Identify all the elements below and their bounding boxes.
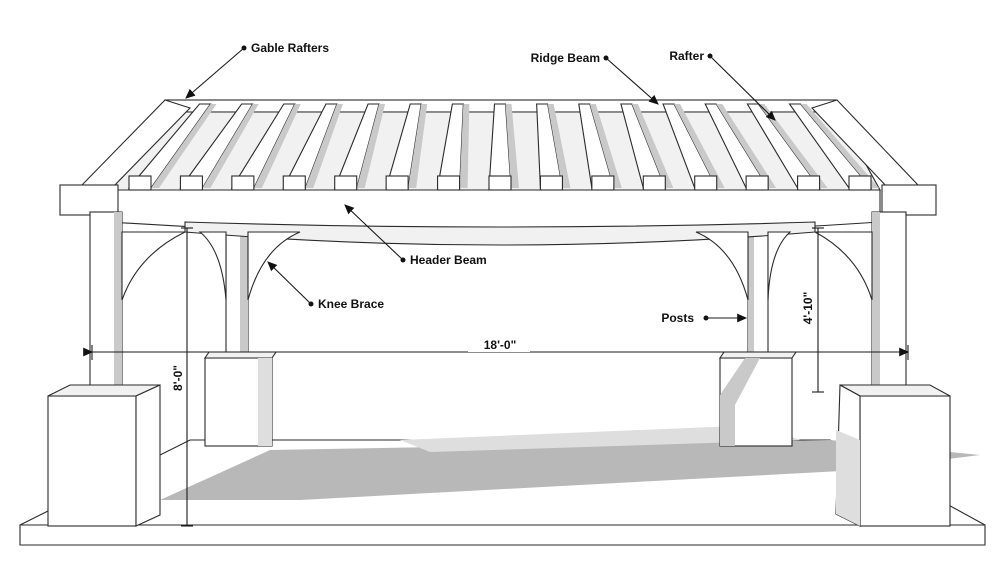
rafters bbox=[127, 103, 879, 191]
callout-posts-label: Posts bbox=[661, 311, 694, 325]
clearance-dimension-label: 4'-10" bbox=[801, 292, 815, 325]
height-dimension: 8'-0" bbox=[171, 227, 193, 527]
callout-ridge-beam: Ridge Beam bbox=[531, 51, 659, 105]
rafter-tail bbox=[591, 175, 615, 191]
back-left-post bbox=[225, 224, 249, 359]
rafter-shadow bbox=[547, 104, 571, 188]
rafter-shadow bbox=[758, 104, 828, 188]
rafter-tail bbox=[231, 175, 255, 191]
rafter-shadow bbox=[800, 104, 879, 188]
front-right-base bbox=[835, 384, 951, 527]
back-knee-braces bbox=[198, 231, 792, 301]
rafter-shadow bbox=[505, 104, 519, 188]
callout-header-beam-label: Header Beam bbox=[410, 253, 487, 267]
width-dimension: 18'-0" bbox=[83, 338, 910, 360]
callout-rafter-label: Rafter bbox=[669, 49, 704, 63]
callout-knee-brace: Knee Brace bbox=[267, 261, 384, 311]
rafter-shadow bbox=[151, 104, 217, 188]
callout-ridge-beam-label: Ridge Beam bbox=[531, 51, 600, 65]
ground-slab bbox=[19, 425, 986, 546]
front-left-post bbox=[89, 211, 186, 393]
back-left-base bbox=[203, 351, 278, 447]
rafter-shadow bbox=[305, 104, 343, 188]
callout-rafter: Rafter bbox=[669, 49, 776, 121]
rafter-tail bbox=[539, 175, 563, 191]
rafter-tail bbox=[385, 175, 409, 191]
rafter-shadow bbox=[253, 104, 301, 188]
rafter-shadow bbox=[202, 104, 259, 188]
front-right-post bbox=[814, 211, 907, 393]
callout-gable-rafters: Gable Rafters bbox=[185, 41, 329, 99]
rafter-tail bbox=[745, 175, 769, 191]
callout-posts: Posts bbox=[661, 311, 748, 325]
rafter-shadow bbox=[716, 104, 777, 188]
rafter-shadow bbox=[356, 104, 386, 188]
rafter-tail bbox=[437, 175, 461, 191]
callout-knee-brace-label: Knee Brace bbox=[318, 297, 384, 311]
rafter-tail bbox=[334, 175, 358, 191]
rafter-shadow bbox=[631, 104, 674, 188]
gable-rafters bbox=[59, 99, 937, 216]
callout-header-beam: Header Beam bbox=[344, 204, 487, 267]
callout-gable-rafters-label: Gable Rafters bbox=[251, 41, 329, 55]
rafter-shadow bbox=[674, 104, 725, 188]
rafter-tail bbox=[642, 175, 666, 191]
rafter-tail bbox=[128, 175, 152, 191]
rafter-tail bbox=[179, 175, 203, 191]
rafter-shadow bbox=[459, 104, 470, 188]
rafter-tail bbox=[488, 175, 512, 191]
back-right-base bbox=[718, 351, 798, 447]
clearance-dimension: 4'-10" bbox=[801, 227, 824, 393]
width-dimension-label: 18'-0" bbox=[484, 338, 517, 352]
rafter-shadow bbox=[408, 104, 428, 188]
rafter-tail bbox=[282, 175, 306, 191]
rafter-shadow bbox=[589, 104, 622, 188]
back-right-post bbox=[747, 224, 769, 359]
height-dimension-label: 8'-0" bbox=[171, 365, 185, 391]
header-beam bbox=[109, 189, 881, 246]
rafter-tail bbox=[848, 175, 872, 191]
rafter-tail bbox=[694, 175, 718, 191]
rafter-tail bbox=[797, 175, 821, 191]
front-left-base bbox=[47, 384, 161, 527]
